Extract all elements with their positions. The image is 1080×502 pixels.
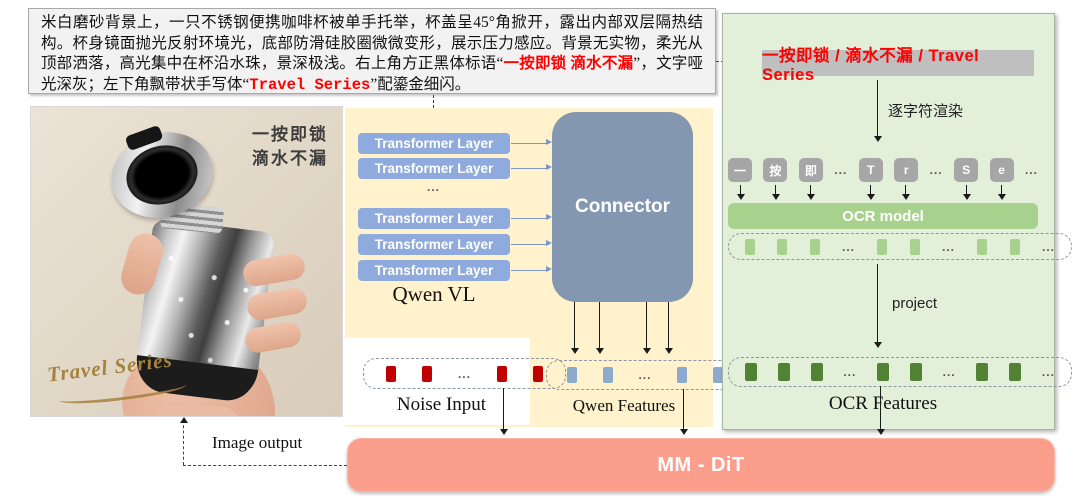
char-token: 一 <box>728 158 752 182</box>
arrow-down-icon <box>873 264 882 348</box>
photo-slogan-line2: 滴水不漏 <box>252 148 328 168</box>
noise-token <box>386 365 396 382</box>
photo-slogan-text: 一按即锁 滴水不漏 <box>252 123 328 171</box>
token-ellipsis: ... <box>929 163 943 177</box>
arrow-down-icon <box>499 388 508 435</box>
arrow-down-icon <box>962 185 971 200</box>
arrow-down-icon <box>664 302 673 354</box>
qwen-feature-token <box>602 367 613 383</box>
image-output-dashed-line <box>183 420 184 465</box>
noise-token <box>496 365 507 382</box>
prompt-text: ”配鎏金细闪。 <box>370 75 471 93</box>
arrow-down-icon <box>736 185 745 200</box>
char-token: 按 <box>763 158 788 182</box>
features-ellipsis: ... <box>841 239 855 254</box>
arrow-down-icon <box>876 386 885 435</box>
arrow-down-icon <box>771 185 780 200</box>
ocr-feature-token <box>745 363 757 381</box>
ocr-feature-token <box>976 363 989 381</box>
qwen-vl-label: Qwen VL <box>392 282 476 306</box>
ocr-feature-token <box>1009 363 1022 381</box>
ocr-feature-token <box>977 238 988 255</box>
prompt-text: 米白磨砂背景上，一只不锈钢便携咖啡杯被单手托举，杯盖呈45°角掀开，露出内部双层… <box>41 14 703 72</box>
ocr-feature-token <box>777 238 788 255</box>
ocr-feature-token <box>745 238 755 255</box>
features-ellipsis: ... <box>843 365 857 379</box>
connector-box: Connector <box>552 112 693 302</box>
arrow-down-icon <box>866 185 875 200</box>
arrow-down-icon <box>570 302 579 354</box>
qwen-feature-token <box>712 367 723 383</box>
ocr-feature-token <box>1009 238 1020 255</box>
arrow-down-icon <box>595 302 604 354</box>
char-token: e <box>989 158 1014 182</box>
arrow-up-icon <box>179 417 188 423</box>
transformer-layer-box: Transformer Layer <box>358 133 510 154</box>
ocr-feature-token <box>877 238 888 255</box>
mm-dit-bar: MM - DiT <box>347 438 1055 492</box>
token-ellipsis: ... <box>1024 163 1038 177</box>
char-token: 即 <box>798 158 823 182</box>
noise-input-label: Noise Input <box>396 394 487 415</box>
char-token: r <box>894 158 919 182</box>
features-ellipsis: ... <box>638 368 652 382</box>
arrow-down-icon <box>642 302 651 354</box>
ocr-raw-features-box: ... ... ... <box>728 233 1072 260</box>
prompt-red-brand: Travel Series <box>249 75 371 94</box>
ocr-projected-features-box: ... ... ... <box>728 357 1072 387</box>
rendered-text-title: 一按即锁 / 滴水不漏 / Travel Series <box>762 47 1034 84</box>
noise-ellipsis: ... <box>457 366 471 381</box>
image-output-dashed-line <box>183 465 347 466</box>
qwen-features-label: Qwen Features <box>572 396 676 415</box>
ocr-feature-token <box>877 363 890 381</box>
transformer-layer-box: Transformer Layer <box>358 158 510 179</box>
noise-input-box: ... <box>363 358 566 389</box>
transformer-layer-box: Transformer Layer <box>358 208 510 229</box>
layers-ellipsis: ... <box>427 180 441 194</box>
noise-token <box>421 365 432 382</box>
photo-slogan-line1: 一按即锁 <box>252 125 328 144</box>
arrow-down-icon <box>901 185 910 200</box>
generated-product-photo: 一按即锁 滴水不漏 Travel Series <box>30 106 343 417</box>
prompt-text: ”，文字哑光深灰；左下角飘带状手写体“ <box>41 55 703 93</box>
transformer-layer-box: Transformer Layer <box>358 260 510 281</box>
features-ellipsis: ... <box>942 365 956 379</box>
qwen-feature-token <box>567 367 577 383</box>
arrow-down-icon <box>997 185 1006 200</box>
arrow-down-icon <box>679 389 688 435</box>
layer-arrow-icon <box>511 163 552 171</box>
ocr-model-bar: OCR model <box>728 203 1038 229</box>
qwen-features-box: ... <box>546 360 744 390</box>
ocr-feature-token <box>777 363 790 381</box>
ocr-features-label: OCR Features <box>828 393 938 414</box>
prompt-text-box: 米白磨砂背景上，一只不锈钢便携咖啡杯被单手托举，杯盖呈45°角掀开，露出内部双层… <box>28 8 716 94</box>
arrow-down-icon <box>873 80 882 142</box>
qwen-feature-token <box>677 367 688 383</box>
prompt-red-slogan: 一按即锁 滴水不漏 <box>503 55 634 72</box>
layer-arrow-icon <box>511 138 552 146</box>
layer-arrow-icon <box>511 239 552 247</box>
arrow-down-icon <box>806 185 815 200</box>
features-ellipsis: ... <box>1041 365 1055 379</box>
noise-token <box>532 365 543 382</box>
ocr-feature-token <box>909 238 920 255</box>
layer-arrow-icon <box>511 265 552 273</box>
ocr-feature-token <box>909 363 922 381</box>
transformer-layer-box: Transformer Layer <box>358 234 510 255</box>
token-ellipsis: ... <box>834 163 848 177</box>
features-ellipsis: ... <box>941 239 955 254</box>
character-token-row: 一 按 即 ... T r ... S e ... <box>728 158 1038 182</box>
image-output-label: Image output <box>212 433 303 452</box>
ocr-feature-token <box>809 238 820 255</box>
features-ellipsis: ... <box>1041 239 1055 254</box>
char-token: T <box>858 158 883 182</box>
layer-arrow-icon <box>511 213 552 221</box>
project-label: project <box>892 295 938 312</box>
per-char-render-label: 逐字符渲染 <box>888 103 964 120</box>
hand-wrist <box>149 407 241 416</box>
char-token: S <box>954 158 979 182</box>
ocr-feature-token <box>810 363 823 381</box>
